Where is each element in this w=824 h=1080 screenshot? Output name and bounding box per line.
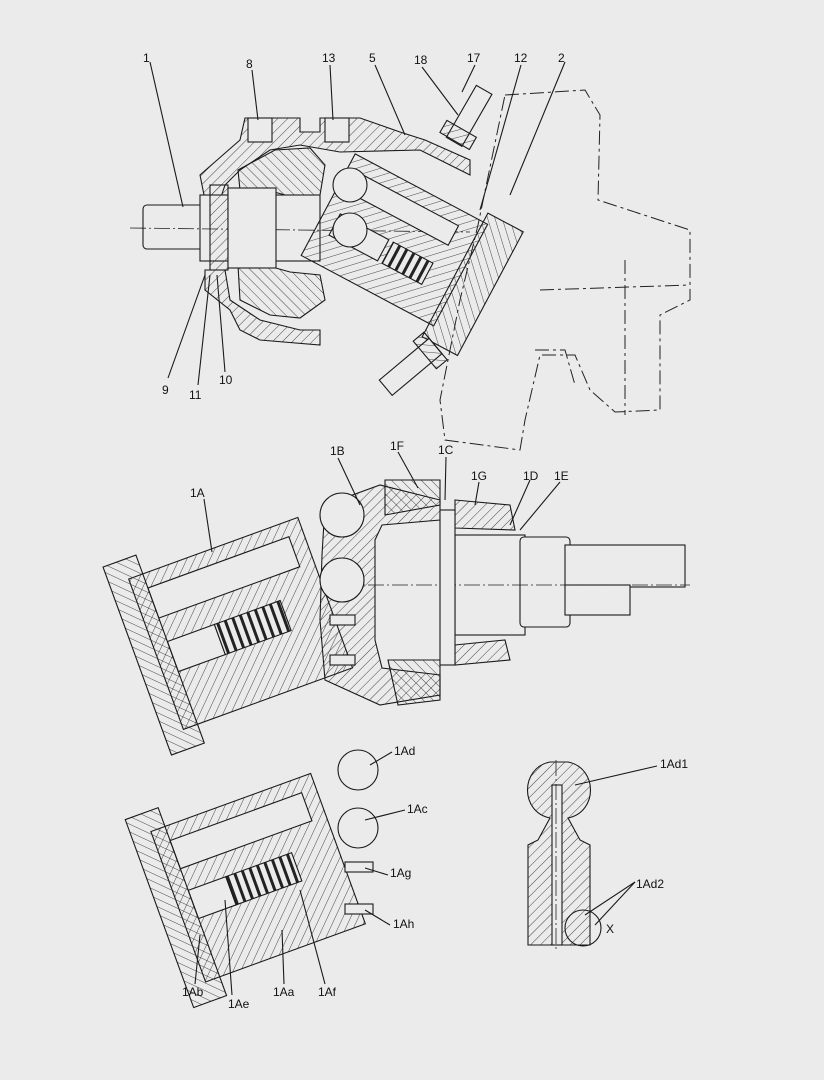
bottom-cylinder-block bbox=[124, 772, 367, 1009]
stud-upper bbox=[329, 614, 356, 626]
piston-ball-upper bbox=[332, 167, 368, 203]
label-11: 11 bbox=[189, 388, 202, 402]
label-10: 10 bbox=[219, 373, 233, 387]
label-1Aa: 1Aa bbox=[273, 985, 295, 999]
label-1G: 1G bbox=[471, 469, 487, 483]
label-13: 13 bbox=[322, 51, 336, 65]
label-5: 5 bbox=[369, 51, 376, 65]
label-1Ah: 1Ah bbox=[393, 917, 414, 931]
stud-1Ag bbox=[344, 861, 374, 873]
label-1E: 1E bbox=[554, 469, 569, 483]
label-8: 8 bbox=[246, 57, 253, 71]
label-1Ae: 1Ae bbox=[228, 997, 250, 1011]
label-1Ac: 1Ac bbox=[407, 802, 428, 816]
label-1F: 1F bbox=[390, 439, 404, 453]
middle-leaders bbox=[203, 451, 561, 553]
label-17: 17 bbox=[467, 51, 481, 65]
bolt-17-18 bbox=[439, 84, 493, 151]
bottom-ball-lower bbox=[337, 807, 379, 849]
label-1C: 1C bbox=[438, 443, 454, 457]
stud-lower bbox=[329, 654, 356, 666]
seal-rings bbox=[209, 184, 229, 271]
bolt-13 bbox=[324, 117, 350, 143]
piston-ball-lower bbox=[332, 212, 368, 248]
middle-shaft bbox=[320, 534, 690, 636]
label-1Ad2: 1Ad2 bbox=[636, 877, 664, 891]
middle-assembly: 1B 1F 1C 1A 1G 1D 1E bbox=[102, 439, 690, 756]
label-1Ad: 1Ad bbox=[394, 744, 415, 758]
bolt-8 bbox=[247, 117, 273, 143]
label-1Af: 1Af bbox=[318, 985, 337, 999]
label-X: X bbox=[606, 922, 614, 936]
label-1Ag: 1Ag bbox=[390, 866, 411, 880]
top-assembly: 1 8 13 5 18 17 12 2 9 11 10 bbox=[129, 51, 691, 451]
label-1A: 1A bbox=[190, 486, 205, 500]
label-1B: 1B bbox=[330, 444, 345, 458]
piston-detail-leaders bbox=[574, 765, 658, 926]
label-9: 9 bbox=[162, 383, 169, 397]
label-1Ab: 1Ab bbox=[182, 985, 204, 999]
label-12: 12 bbox=[514, 51, 528, 65]
bottom-left-leaders bbox=[194, 751, 406, 996]
label-18: 18 bbox=[414, 53, 428, 67]
bearing-10 bbox=[227, 187, 277, 269]
port-block-outline bbox=[439, 89, 691, 451]
label-1D: 1D bbox=[523, 469, 539, 483]
cylinder-block bbox=[300, 153, 524, 357]
middle-ball-upper bbox=[319, 492, 365, 538]
bottom-ball-upper bbox=[337, 749, 379, 791]
middle-cylinder-block bbox=[102, 516, 354, 756]
label-1Ad1: 1Ad1 bbox=[660, 757, 688, 771]
middle-ball-lower bbox=[319, 557, 365, 603]
label-2: 2 bbox=[558, 51, 565, 65]
bearing-housing bbox=[319, 479, 516, 706]
lower-bolt bbox=[378, 331, 448, 397]
bottom-left-assembly: 1Ad 1Ac 1Ag 1Ah 1Ab 1Ae 1Aa 1Af bbox=[124, 744, 428, 1011]
piston-detail: 1Ad1 1Ad2 X bbox=[527, 757, 688, 952]
label-1: 1 bbox=[143, 51, 150, 65]
stud-1Ah bbox=[344, 903, 374, 915]
top-leaders bbox=[149, 61, 566, 386]
